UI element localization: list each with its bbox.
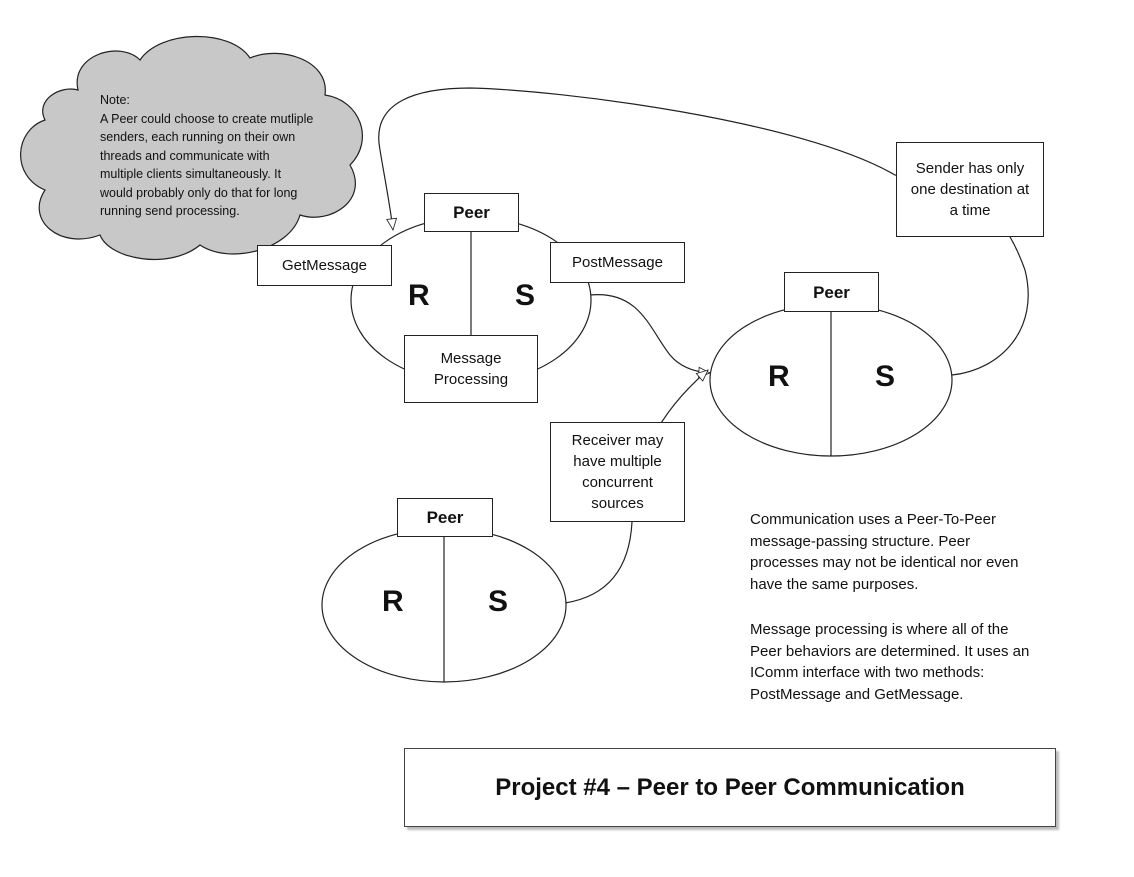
note-line: senders, each running on their own (100, 130, 296, 144)
peer-bottom-receiver-label: R (382, 585, 404, 618)
peer-top-receiver-label: R (408, 279, 430, 312)
peer-bottom-title: Peer (397, 498, 493, 537)
sender-note-line: a time (949, 202, 991, 219)
receiver-note-line: Receiver may (571, 432, 664, 449)
peer-top-sender-label: S (515, 279, 536, 312)
note-line: would probably only do that for long (100, 185, 298, 200)
peer-right-receiver-label: R (768, 360, 790, 393)
connector-sender-loop (378, 87, 1029, 376)
peer-right-shape (709, 303, 953, 457)
message-processing-line: Message (440, 350, 502, 367)
get-message-box: GetMessage (257, 245, 392, 286)
peer-right-title: Peer (784, 272, 879, 312)
note-line: multiple clients simultaneously. It (100, 167, 282, 181)
receiver-note-box: Receiver may have multiple concurrent so… (550, 422, 685, 522)
note-line: threads and communicate with (100, 148, 270, 163)
peer-bottom-sender-label: S (488, 585, 509, 618)
receiver-note-line: concurrent (582, 474, 653, 491)
note-text: Note: A Peer could choose to create mutl… (100, 91, 345, 221)
sender-note-line: one destination at (910, 181, 1030, 198)
receiver-note-line: sources (591, 495, 644, 512)
note-cloud (20, 35, 363, 261)
message-processing-line: Processing (433, 371, 509, 388)
note-line: Note: (100, 93, 130, 107)
message-processing-box: Message Processing (404, 335, 538, 403)
project-title: Project #4 – Peer to Peer Communication (495, 773, 965, 801)
sender-note-line: Sender has only (915, 160, 1025, 177)
receiver-note-line: have multiple (573, 453, 662, 470)
note-line: running send processing. (100, 204, 240, 218)
connector-top-to-right (589, 294, 712, 378)
note-line: A Peer could choose to create mutliple (100, 111, 314, 126)
peer-right-sender-label: S (875, 360, 896, 393)
description-paragraph-2: Message processing is where all of the P… (750, 621, 1030, 703)
description-paragraph-1: Communication uses a Peer-To-Peer messag… (750, 511, 1019, 593)
post-message-box: PostMessage (550, 242, 685, 283)
peer-bottom-shape (321, 527, 567, 683)
peer-top-title: Peer (424, 193, 519, 232)
project-title-box: Project #4 – Peer to Peer Communication (404, 748, 1056, 827)
sender-note-box: Sender has only one destination at a tim… (896, 142, 1044, 237)
